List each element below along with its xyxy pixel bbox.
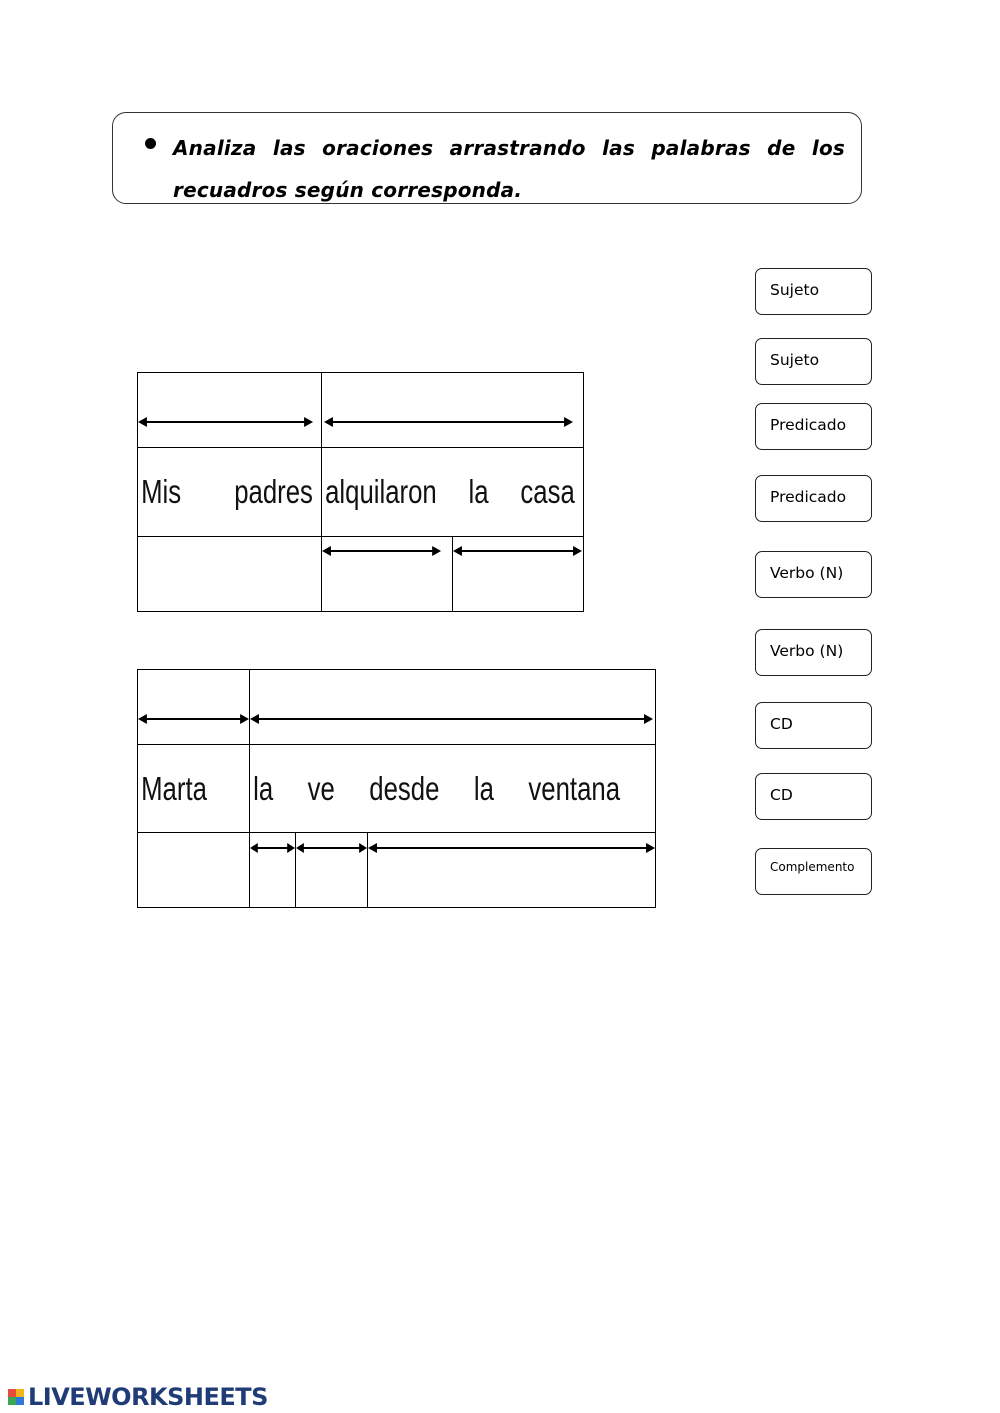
empty-cell xyxy=(137,832,250,908)
chip-sujeto[interactable]: Sujeto xyxy=(755,338,872,385)
subject-words: Marta xyxy=(138,770,249,808)
double-arrow-icon xyxy=(296,843,367,853)
instruction-box: Analiza las oraciones arrastrando las pa… xyxy=(112,112,862,204)
word: alquilaron xyxy=(325,473,437,510)
chip-cd[interactable]: CD xyxy=(755,702,872,749)
predicate-words-cell: la ve desde la ventana xyxy=(248,744,657,833)
chip-predicado[interactable]: Predicado xyxy=(755,475,872,522)
chip-cd[interactable]: CD xyxy=(755,773,872,820)
word: Mis xyxy=(141,473,182,510)
predicate-words: la ve desde la ventana xyxy=(250,770,654,808)
double-arrow-icon xyxy=(322,546,442,556)
chip-sujeto[interactable]: Sujeto xyxy=(755,268,872,315)
word: padres xyxy=(234,473,313,510)
sentence-2-table: Marta la ve desde la ventana xyxy=(137,669,657,908)
word: desde xyxy=(369,769,440,807)
drop-zone-complement-2[interactable] xyxy=(366,832,657,908)
subject-words-cell: Mis padres xyxy=(137,447,322,537)
drop-zone-predicate-2[interactable] xyxy=(248,669,657,745)
double-arrow-icon xyxy=(138,417,314,427)
drop-zone-predicate-1[interactable] xyxy=(321,372,584,448)
chip-complemento[interactable]: Complemento xyxy=(755,848,872,895)
predicate-words-cell: alquilaron la casa xyxy=(321,447,584,537)
liveworksheets-logo-icon xyxy=(8,1389,24,1405)
word: la xyxy=(253,769,274,807)
word: la xyxy=(473,769,494,807)
empty-cell xyxy=(137,536,322,612)
drop-zone-verb-2[interactable] xyxy=(295,832,368,908)
chip-verbo[interactable]: Verbo (N) xyxy=(755,551,872,598)
chip-predicado[interactable]: Predicado xyxy=(755,403,872,450)
subject-words-cell: Marta xyxy=(137,744,250,833)
footer-logo: LIVEWORKSHEETS xyxy=(8,1383,268,1411)
drop-zone-subject-1[interactable] xyxy=(137,372,322,448)
drop-zone-cd-1[interactable] xyxy=(452,536,584,612)
double-arrow-icon xyxy=(250,843,295,853)
bullet-icon xyxy=(145,138,156,149)
subject-words: Mis padres xyxy=(138,473,321,511)
sentence-1-table: Mis padres alquilaron la casa xyxy=(137,372,584,612)
double-arrow-icon xyxy=(138,714,249,724)
chip-verbo[interactable]: Verbo (N) xyxy=(755,629,872,676)
predicate-words: alquilaron la casa xyxy=(322,473,583,511)
instruction-text: Analiza las oraciones arrastrando las pa… xyxy=(173,136,845,202)
double-arrow-icon xyxy=(453,546,583,556)
double-arrow-icon xyxy=(368,843,656,853)
word: la xyxy=(468,473,489,510)
brand-name: LIVEWORKSHEETS xyxy=(28,1383,268,1411)
double-arrow-icon xyxy=(250,714,654,724)
double-arrow-icon xyxy=(323,417,574,427)
drop-zone-subject-2[interactable] xyxy=(137,669,250,745)
word: casa xyxy=(520,473,575,510)
drop-zone-cd-2[interactable] xyxy=(249,832,296,908)
drop-zone-verb-1[interactable] xyxy=(321,536,453,612)
word: Marta xyxy=(141,769,207,807)
word: ventana xyxy=(528,769,621,807)
word: ve xyxy=(307,769,335,807)
